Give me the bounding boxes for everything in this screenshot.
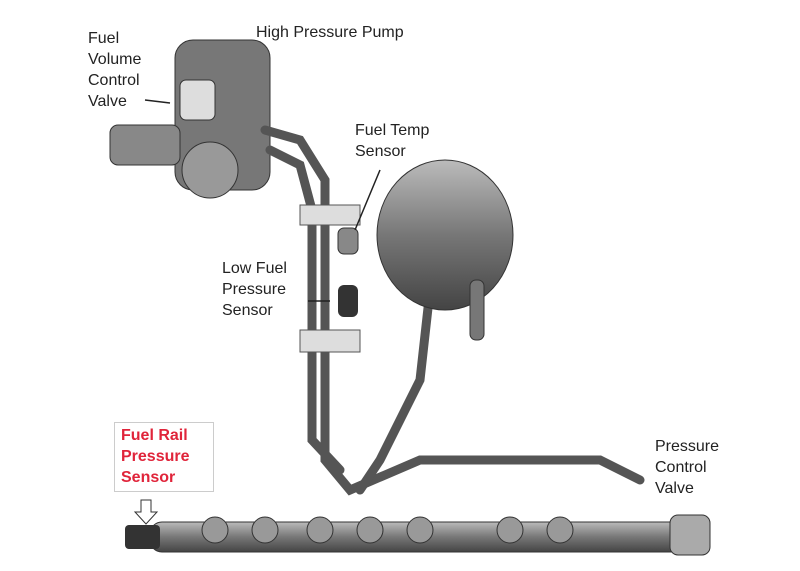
label-low-fuel-pressure-sensor: Low Fuel Pressure Sensor (222, 260, 287, 319)
label-pressure-control-valve: Pressure Control Valve (655, 438, 720, 497)
label-fuel-temp-sensor: Fuel Temp Sensor (355, 122, 430, 160)
down-arrow-icon (133, 499, 159, 525)
pointer-arrow (144, 99, 171, 104)
pointer-arrow (354, 169, 381, 231)
label-fuel-volume-control-valve: Fuel Volume Control Valve (88, 30, 142, 110)
clamp (299, 329, 361, 353)
label-fuel-rail-pressure-sensor: Fuel Rail Pressure Sensor (121, 427, 190, 486)
low-fuel-pressure-sensor (338, 285, 358, 317)
pressure-control-valve (669, 514, 711, 556)
fuel-rail (125, 514, 711, 556)
highlight-box (114, 422, 214, 492)
label-high-pressure-pump: High Pressure Pump (256, 24, 404, 41)
fuel-filter (376, 159, 514, 341)
fuel-temp-sensor (337, 227, 359, 255)
clamp (299, 204, 361, 226)
high-pressure-pump (109, 39, 271, 199)
